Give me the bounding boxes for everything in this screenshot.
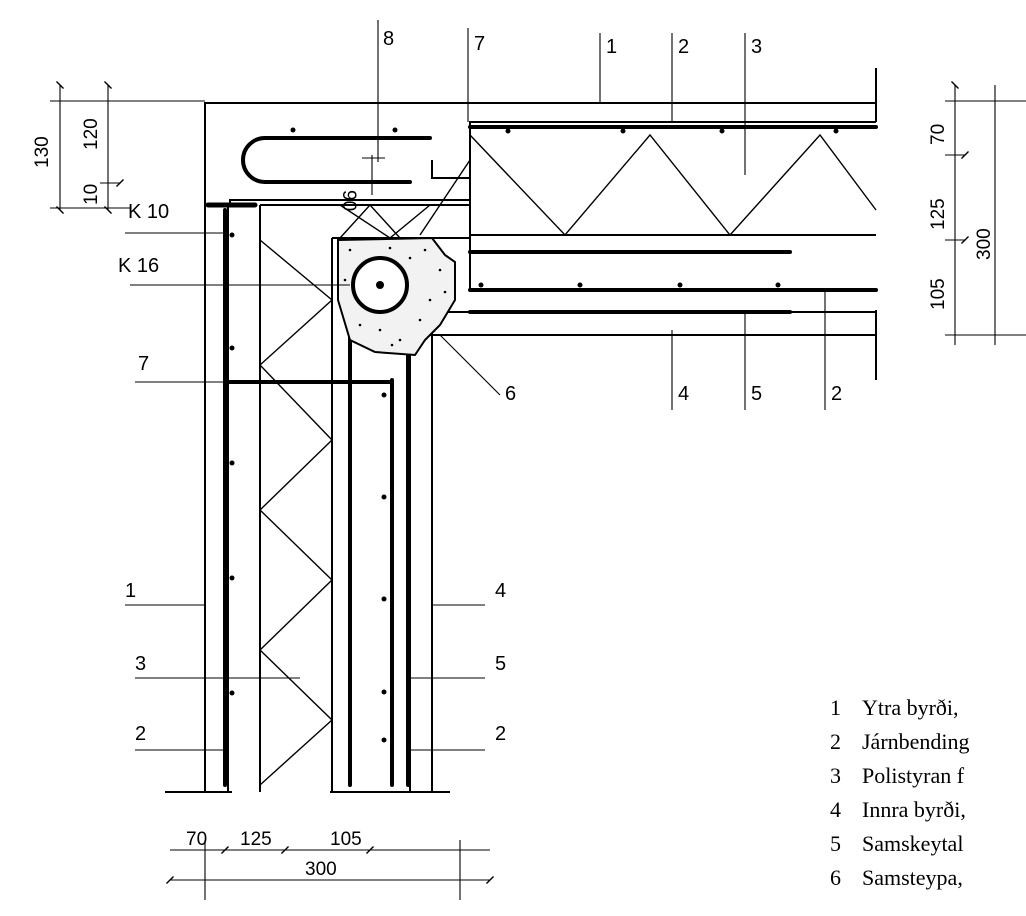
- legend-text-2: Járnbending: [862, 729, 970, 754]
- grout-joint: [337, 236, 456, 357]
- dim-125-right: 125: [928, 198, 949, 230]
- dimension-labels: 130 120 10 70 125 300 105 70 125 105 300: [32, 118, 995, 880]
- legend-num-6: 6: [830, 865, 841, 890]
- label-5-bottom: 5: [751, 383, 762, 405]
- legend-text-4: Innra byrði,: [862, 797, 966, 822]
- legend-num-2: 2: [830, 729, 841, 754]
- dim-105-right: 105: [928, 278, 949, 310]
- label-6: 6: [505, 383, 516, 405]
- dim-300-right: 300: [974, 228, 995, 260]
- label-1-top: 1: [606, 36, 617, 58]
- label-2-right: 2: [495, 723, 506, 745]
- dim-120: 120: [81, 118, 102, 150]
- dim-125-bottom: 125: [240, 829, 272, 850]
- label-8: 8: [383, 28, 394, 50]
- legend: 1 Ytra byrði, 2 Járnbending 3 Polistyran…: [830, 695, 970, 890]
- legend-num-5: 5: [830, 831, 841, 856]
- label-5-right: 5: [495, 653, 506, 675]
- label-1-left: 1: [125, 580, 136, 602]
- dimension-lines: [50, 80, 1026, 900]
- label-k16: K 16: [118, 255, 159, 277]
- label-4-right: 4: [495, 580, 506, 602]
- legend-text-1: Ytra byrði,: [862, 695, 959, 720]
- label-7-top: 7: [474, 33, 485, 55]
- label-k10: K 10: [128, 201, 169, 223]
- dim-130: 130: [32, 136, 53, 168]
- leader-lines: [125, 20, 826, 751]
- dim-105-bottom: 105: [330, 829, 362, 850]
- legend-num-4: 4: [830, 797, 841, 822]
- wall-outlines: [165, 68, 877, 793]
- legend-text-3: Polistyran f: [862, 763, 965, 788]
- label-7-left: 7: [138, 353, 149, 375]
- legend-text-5: Samskeytal: [862, 831, 963, 856]
- callout-labels: 8 7 1 2 3 K 10 K 16 7 6 4 5 2 1 3 2 4 5 …: [118, 28, 842, 745]
- legend-num-3: 3: [830, 763, 841, 788]
- label-2-top: 2: [678, 36, 689, 58]
- legend-text-6: Samsteypa,: [862, 865, 963, 890]
- label-3-top: 3: [751, 36, 762, 58]
- label-2-bottom: 2: [831, 383, 842, 405]
- reinforcement-bars: [205, 125, 878, 787]
- label-3-left: 3: [135, 653, 146, 675]
- dim-10: 10: [81, 184, 102, 205]
- dim-300-bottom: 300: [305, 859, 337, 880]
- label-2-left: 2: [135, 723, 146, 745]
- rebar-dots: [229, 127, 839, 743]
- insulation-zigzag: [258, 133, 877, 786]
- label-90: 90: [338, 190, 359, 211]
- dim-70-right: 70: [928, 124, 949, 145]
- dim-70-bottom: 70: [186, 829, 207, 850]
- legend-num-1: 1: [830, 695, 841, 720]
- label-4-bottom: 4: [678, 383, 689, 405]
